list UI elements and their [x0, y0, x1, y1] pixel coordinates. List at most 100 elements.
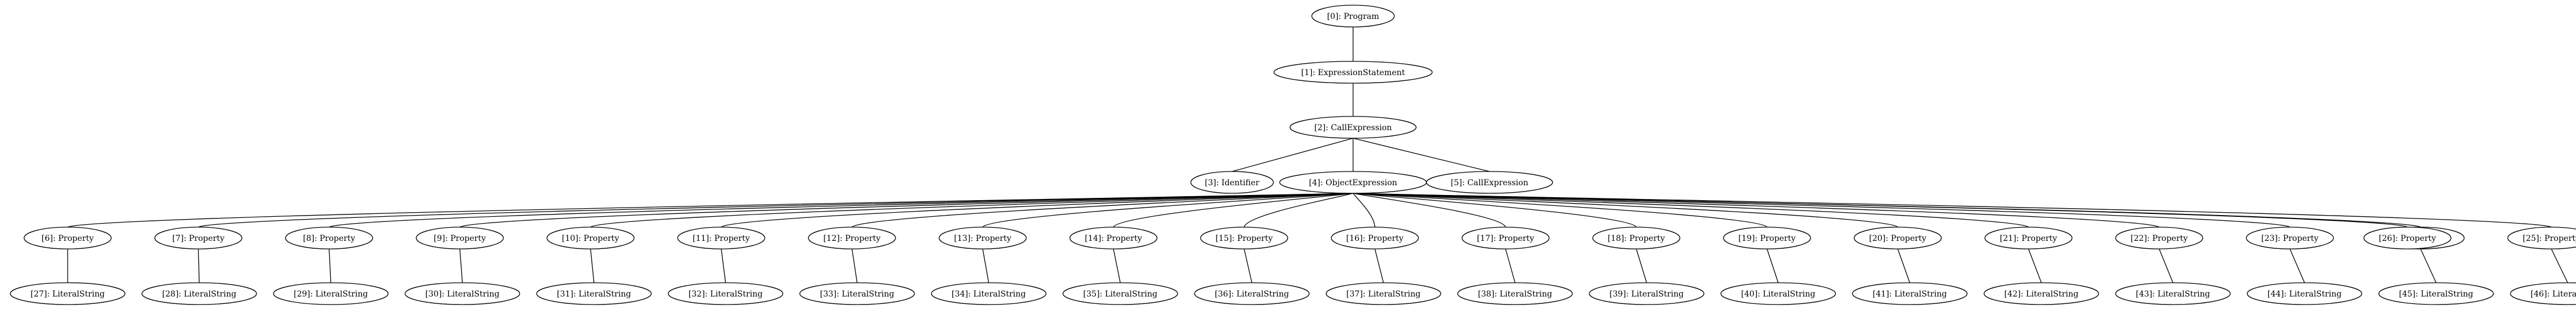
- edge-21-42: [2028, 249, 2042, 283]
- edge-24-45: [2421, 249, 2436, 283]
- tree-node-11: [11]: Property: [678, 227, 765, 249]
- node-label: [45]: LiteralString: [2399, 290, 2473, 299]
- node-label: [38]: LiteralString: [1478, 290, 1553, 299]
- tree-node-4: [4]: ObjectExpression: [1280, 171, 1426, 193]
- tree-node-28: [28]: LiteralString: [142, 283, 257, 305]
- tree-node-35: [35]: LiteralString: [1063, 283, 1178, 305]
- edge-11-32: [721, 249, 726, 283]
- tree-node-40: [40]: LiteralString: [1721, 283, 1836, 305]
- edge-25-46: [2551, 249, 2568, 283]
- node-label: [14]: Property: [1085, 234, 1142, 243]
- node-label: [11]: Property: [693, 234, 750, 243]
- node-label: [5]: CallExpression: [1451, 178, 1528, 188]
- tree-node-5: [5]: CallExpression: [1426, 171, 1553, 193]
- edge-12-33: [852, 249, 857, 283]
- tree-node-3: [3]: Identifier: [1191, 171, 1273, 193]
- tree-node-14: [14]: Property: [1070, 227, 1157, 249]
- node-label: [15]: Property: [1215, 234, 1273, 243]
- node-label: [2]: CallExpression: [1314, 123, 1391, 132]
- tree-node-18: [18]: Property: [1593, 227, 1680, 249]
- tree-node-32: [32]: LiteralString: [669, 283, 783, 305]
- tree-node-16: [16]: Property: [1331, 227, 1418, 249]
- edge-23-44: [2290, 249, 2305, 283]
- node-label: [28]: LiteralString: [162, 290, 237, 299]
- tree-node-8: [8]: Property: [286, 227, 373, 249]
- tree-node-1: [1]: ExpressionStatement: [1274, 61, 1432, 83]
- tree-node-31: [31]: LiteralString: [537, 283, 651, 305]
- tree-node-30: [30]: LiteralString: [405, 283, 520, 305]
- node-label: [42]: LiteralString: [2004, 290, 2079, 299]
- tree-node-22: [22]: Property: [2116, 227, 2203, 249]
- edge-8-29: [329, 249, 331, 283]
- tree-node-12: [12]: Property: [808, 227, 896, 249]
- node-label: [9]: Property: [433, 234, 486, 243]
- node-label: [0]: Program: [1327, 12, 1379, 21]
- edge-4-10: [591, 193, 1353, 227]
- node-label: [16]: Property: [1346, 234, 1404, 243]
- node-label: [26]: Property: [2379, 234, 2436, 243]
- tree-node-21: [21]: Property: [1985, 227, 2072, 249]
- node-label: [46]: LiteralString: [2531, 290, 2576, 299]
- node-label: [41]: LiteralString: [1873, 290, 1947, 299]
- node-label: [17]: Property: [1477, 234, 1534, 243]
- tree-node-17: [17]: Property: [1462, 227, 1549, 249]
- edge-22-43: [2159, 249, 2173, 283]
- tree-node-37: [37]: LiteralString: [1326, 283, 1441, 305]
- node-label: [33]: LiteralString: [820, 290, 894, 299]
- node-label: [19]: Property: [1738, 234, 1796, 243]
- node-label: [22]: Property: [2131, 234, 2188, 243]
- node-label: [20]: Property: [1869, 234, 1926, 243]
- node-label: [43]: LiteralString: [2136, 290, 2210, 299]
- tree-node-9: [9]: Property: [416, 227, 503, 249]
- node-label: [30]: LiteralString: [425, 290, 500, 299]
- edge-15-36: [1244, 249, 1252, 283]
- tree-node-33: [33]: LiteralString: [800, 283, 914, 305]
- tree-node-10: [10]: Property: [547, 227, 634, 249]
- node-label: [4]: ObjectExpression: [1309, 178, 1397, 188]
- tree-node-23: [23]: Property: [2246, 227, 2333, 249]
- tree-node-2: [2]: CallExpression: [1290, 116, 1416, 138]
- node-label: [21]: Property: [2000, 234, 2057, 243]
- node-label: [8]: Property: [303, 234, 355, 243]
- node-label: [7]: Property: [172, 234, 224, 243]
- edge-2-3: [1232, 138, 1353, 171]
- tree-node-39: [39]: LiteralString: [1589, 283, 1704, 305]
- node-label: [10]: Property: [562, 234, 619, 243]
- tree-node-44: [44]: LiteralString: [2247, 283, 2362, 305]
- node-label: [34]: LiteralString: [952, 290, 1026, 299]
- node-label: [36]: LiteralString: [1215, 290, 1289, 299]
- node-label: [3]: Identifier: [1205, 178, 1260, 188]
- node-label: [23]: Property: [2261, 234, 2319, 243]
- edge-10-31: [591, 249, 594, 283]
- node-label: [1]: ExpressionStatement: [1301, 68, 1405, 77]
- node-label: [6]: Property: [41, 234, 93, 243]
- edge-17-38: [1506, 249, 1515, 283]
- tree-node-45: [45]: LiteralString: [2379, 283, 2493, 305]
- tree-node-42: [42]: LiteralString: [1984, 283, 2099, 305]
- edge-14-35: [1113, 249, 1120, 283]
- tree-node-6: [6]: Property: [24, 227, 111, 249]
- tree-node-25: [25]: Property: [2508, 227, 2576, 249]
- tree-node-46: [46]: LiteralString: [2511, 283, 2576, 305]
- node-label: [13]: Property: [954, 234, 1011, 243]
- edge-19-40: [1767, 249, 1778, 283]
- tree-node-26: [26]: Property: [2364, 227, 2451, 249]
- node-label: [27]: LiteralString: [30, 290, 105, 299]
- tree-node-0: [0]: Program: [1312, 5, 1394, 27]
- edge-4-15: [1244, 193, 1353, 227]
- node-label: [31]: LiteralString: [557, 290, 631, 299]
- node-label: [40]: LiteralString: [1741, 290, 1816, 299]
- node-label: [37]: LiteralString: [1346, 290, 1421, 299]
- node-label: [29]: LiteralString: [294, 290, 368, 299]
- tree-node-27: [27]: LiteralString: [10, 283, 125, 305]
- edge-18-39: [1636, 249, 1647, 283]
- edge-20-41: [1898, 249, 1910, 283]
- node-label: [35]: LiteralString: [1083, 290, 1158, 299]
- node-label: [39]: LiteralString: [1609, 290, 1684, 299]
- edge-4-16: [1353, 193, 1375, 227]
- tree-node-29: [29]: LiteralString: [273, 283, 388, 305]
- edge-2-5: [1353, 138, 1490, 171]
- tree-node-38: [38]: LiteralString: [1458, 283, 1573, 305]
